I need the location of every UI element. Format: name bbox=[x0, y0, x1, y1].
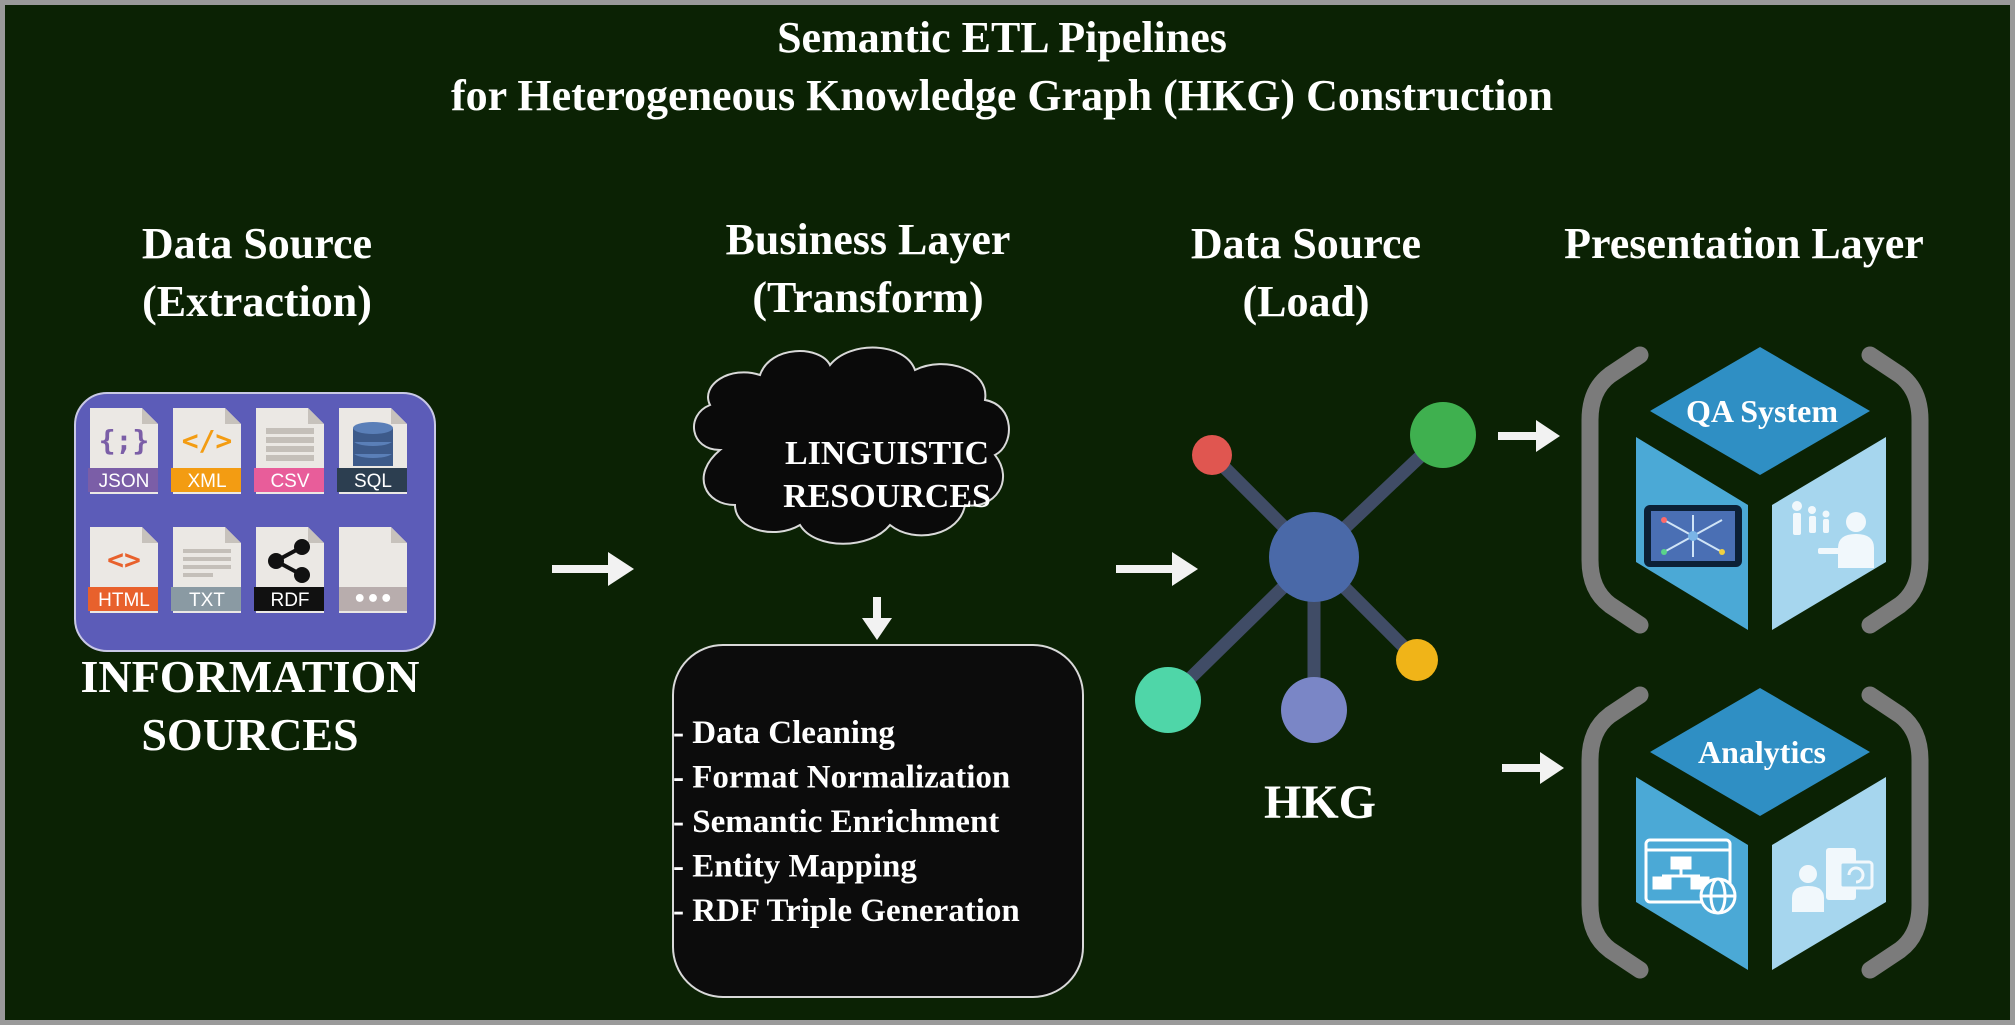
analytics-bracket-right bbox=[1861, 686, 1929, 979]
file-type-label: TXT bbox=[189, 590, 225, 611]
transform-step: - Data Cleaning bbox=[673, 715, 895, 751]
heading-extraction-line-1: Data Source bbox=[142, 219, 372, 268]
heading-extraction-line-2: (Extraction) bbox=[142, 277, 372, 326]
linguistic-resources-cloud: LINGUISTIC RESOURCES bbox=[693, 346, 1010, 545]
csv-file-icon: CSV bbox=[254, 408, 324, 494]
file-type-label: JSON bbox=[99, 471, 150, 492]
file-glyph: {;} bbox=[99, 424, 150, 457]
file-type-label: CSV bbox=[270, 471, 309, 492]
file-type-label: RDF bbox=[270, 590, 309, 611]
arrow-to-qa-system bbox=[1498, 420, 1560, 452]
file-type-label: HTML bbox=[98, 590, 150, 611]
consultant-icon bbox=[1792, 501, 1874, 568]
heading-load-line-2: (Load) bbox=[1242, 277, 1369, 326]
title-line-1: Semantic ETL Pipelines bbox=[777, 13, 1227, 62]
qa-bracket-right bbox=[1861, 346, 1929, 634]
cloud-label-line-2: RESOURCES bbox=[783, 478, 991, 515]
analytics-face-left bbox=[1636, 777, 1748, 970]
hkg-center-node bbox=[1269, 512, 1359, 602]
transform-steps-list: - Data Cleaning - Format Normalization - S… bbox=[673, 715, 1020, 929]
file-glyph: ••• bbox=[353, 587, 393, 612]
hkg-node-red bbox=[1192, 435, 1232, 475]
cloud-label-line-1: LINGUISTIC bbox=[785, 435, 989, 472]
xml-file-icon: XML </> bbox=[171, 408, 241, 494]
arrow-to-transform bbox=[552, 552, 634, 586]
rdf-file-icon: RDF bbox=[254, 527, 324, 613]
cloud-shape bbox=[693, 346, 1010, 545]
qa-bracket-left bbox=[1581, 346, 1649, 634]
json-file-icon: JSON {;} bbox=[88, 408, 158, 494]
heading-load-line-1: Data Source bbox=[1191, 219, 1421, 268]
file-type-label: SQL bbox=[354, 471, 392, 492]
transform-steps-box: - Data Cleaning - Format Normalization - S… bbox=[672, 644, 1084, 998]
sources-caption-line-2: SOURCES bbox=[141, 709, 358, 760]
analytics-bracket-left bbox=[1581, 686, 1649, 979]
title-line-2: for Heterogeneous Knowledge Graph (HKG) … bbox=[451, 71, 1553, 120]
analytics-diamond bbox=[1650, 688, 1870, 816]
file-glyph: </> bbox=[182, 424, 233, 457]
qa-system-label: QA System bbox=[1686, 393, 1838, 429]
arrow-down-to-steps bbox=[862, 597, 892, 640]
qa-face-right bbox=[1772, 437, 1886, 630]
heading-presentation: Presentation Layer bbox=[1564, 219, 1924, 268]
information-sources-panel: JSON {;} XML </> CSV SQL HTML <> TXT RDF ••• bbox=[74, 392, 436, 652]
sitemap-globe-icon bbox=[1644, 838, 1737, 915]
arrow-to-load bbox=[1116, 552, 1198, 586]
transform-step: - RDF Triple Generation bbox=[673, 893, 1020, 929]
tablet-graph-icon bbox=[1644, 505, 1742, 567]
hkg-node-yellow bbox=[1396, 639, 1438, 681]
transform-step: - Semantic Enrichment bbox=[673, 804, 999, 840]
file-glyph: <> bbox=[107, 543, 141, 576]
hkg-node-lavender bbox=[1281, 677, 1347, 743]
transform-step: - Entity Mapping bbox=[673, 849, 917, 885]
more-file-icon: ••• bbox=[339, 527, 407, 613]
qa-diamond bbox=[1650, 347, 1870, 475]
hkg-label: HKG bbox=[1264, 776, 1376, 829]
hkg-graph bbox=[1135, 402, 1476, 743]
steps-box-bg bbox=[672, 644, 1084, 998]
file-icons-grid: JSON {;} XML </> CSV SQL HTML <> TXT RDF ••• bbox=[88, 408, 407, 613]
heading-transform-line-1: Business Layer bbox=[726, 215, 1011, 264]
transform-step: - Format Normalization bbox=[673, 760, 1010, 796]
server-user-icon bbox=[1792, 848, 1874, 912]
txt-file-icon: TXT bbox=[171, 527, 241, 613]
hkg-node-green bbox=[1410, 402, 1476, 468]
heading-transform-line-2: (Transform) bbox=[752, 273, 983, 322]
analytics-label: Analytics bbox=[1698, 734, 1826, 770]
hkg-node-teal bbox=[1135, 667, 1201, 733]
qa-system-module: QA System bbox=[1581, 346, 1929, 634]
html-file-icon: HTML <> bbox=[88, 527, 158, 613]
file-type-label: XML bbox=[187, 471, 226, 492]
sources-caption-line-1: INFORMATION bbox=[80, 651, 419, 702]
analytics-module: Analytics bbox=[1581, 686, 1929, 979]
arrow-to-analytics bbox=[1502, 752, 1564, 784]
sql-file-icon: SQL bbox=[337, 408, 407, 494]
